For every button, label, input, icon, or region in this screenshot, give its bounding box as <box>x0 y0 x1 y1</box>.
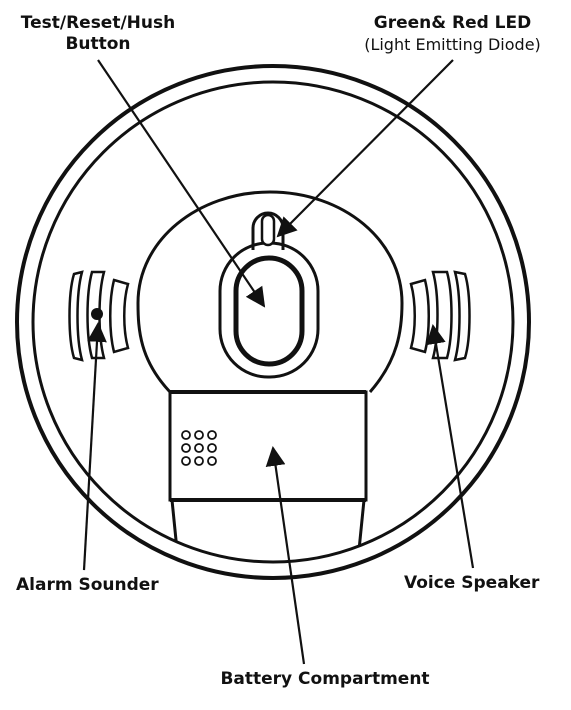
button-label: Test/Reset/Hush Button <box>8 13 188 55</box>
button-leader-arrow <box>97 59 266 308</box>
led-label-line2: (Light Emitting Diode) <box>364 35 541 54</box>
leader-arrows <box>82 59 475 665</box>
battery-compartment <box>168 390 368 561</box>
voice-speaker-grille <box>409 270 471 362</box>
button-label-line2: Button <box>65 34 131 54</box>
alarm-sounder-grille <box>68 270 130 362</box>
button-label-line1: Test/Reset/Hush <box>20 13 176 33</box>
led-label-line1: Green& Red LED <box>373 13 532 33</box>
outer-housing <box>15 64 531 580</box>
battery-vent-holes <box>181 430 217 466</box>
inner-body <box>136 190 404 394</box>
battery-compartment-label: Battery Compartment <box>220 669 430 689</box>
alarm-sounder-leader-arrow <box>82 322 107 571</box>
alarm-sounder-dot <box>91 308 103 320</box>
battery-leader-arrow <box>265 446 306 665</box>
led-label: Green& Red LED (Light Emitting Diode) <box>340 13 565 55</box>
voice-speaker-label: Voice Speaker <box>404 573 540 593</box>
alarm-sounder-label: Alarm Sounder <box>16 575 159 595</box>
led-leader-arrow <box>276 59 454 238</box>
voice-speaker-leader-arrow <box>426 324 475 569</box>
